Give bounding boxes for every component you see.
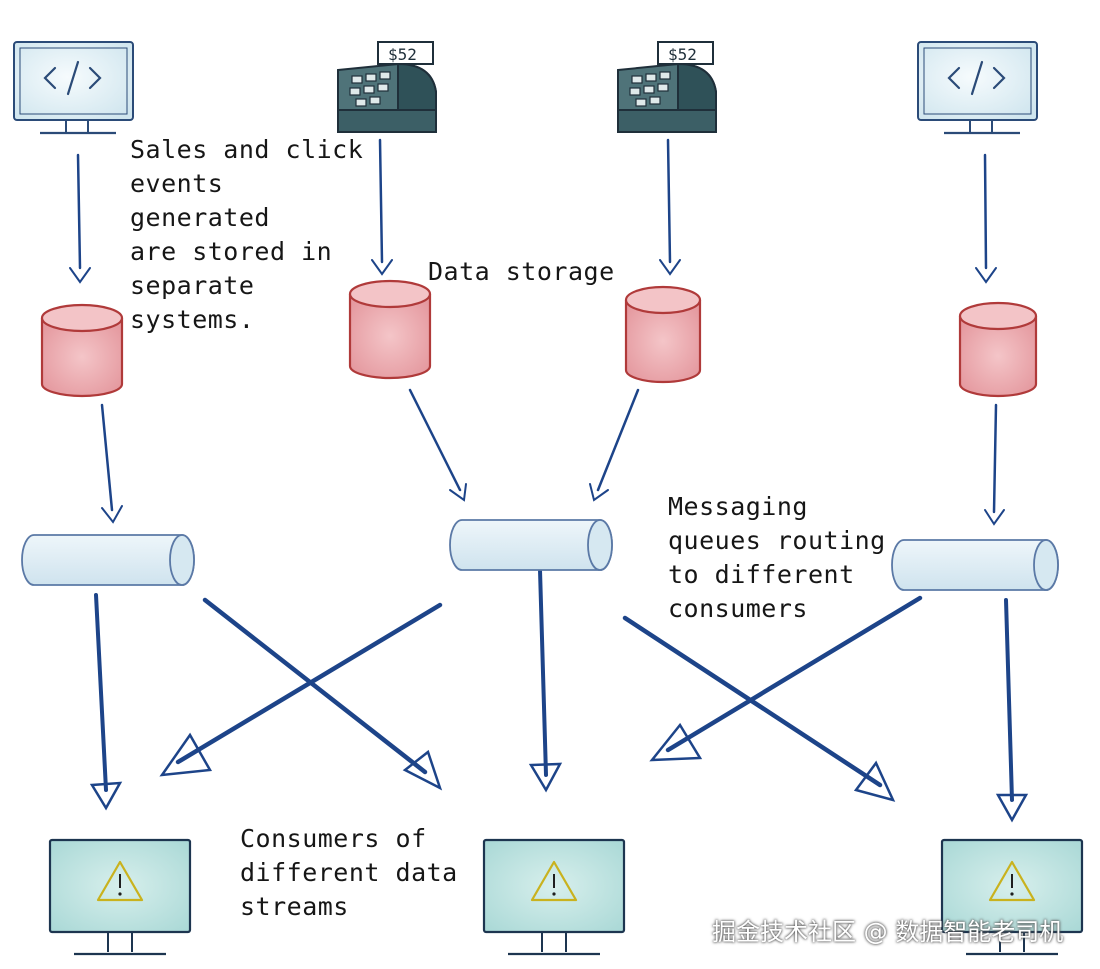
queue-pipe-icon [891, 539, 1059, 591]
arrow-db3-to-queue2 [596, 388, 640, 492]
cash-register-right-icon: $52 [617, 41, 717, 133]
consumer-monitor-left [48, 838, 192, 956]
arrow-q1-to-c1 [94, 593, 108, 792]
sales-events-annotation: Sales and click events generated are sto… [130, 135, 364, 334]
data-storage-annotation: Data storage [428, 257, 615, 286]
arrow-head [402, 749, 443, 791]
arrow-head [528, 762, 563, 793]
consumer-monitor-right [940, 838, 1084, 956]
web-source-monitor-right [917, 41, 1038, 135]
database-icon [624, 285, 702, 384]
arrow-db2-to-queue2 [408, 388, 462, 492]
web-source-monitor-left [13, 41, 134, 135]
arrow-head [589, 483, 609, 502]
consumer-monitor-center [482, 838, 626, 956]
arrow-q3-to-c3 [1004, 598, 1014, 802]
arrow-web-right-to-db [983, 153, 988, 270]
arrow-head [89, 781, 123, 811]
arrow-register-left-to-db [378, 138, 384, 264]
arrow-q2-to-c2 [538, 568, 548, 777]
arrow-head [984, 509, 1005, 526]
register-price-label: $52 [388, 45, 417, 64]
arrow-head [69, 267, 91, 284]
database-icon [348, 279, 432, 380]
arrow-head [371, 259, 393, 276]
warning-icon [96, 860, 144, 902]
arrow-head [995, 793, 1029, 823]
code-icon [947, 60, 1006, 96]
arrow-q3-to-c2 [665, 595, 923, 753]
warning-icon [988, 860, 1036, 902]
database-icon [958, 301, 1038, 398]
warning-icon [530, 860, 578, 902]
arrow-web-left-to-db [76, 153, 82, 270]
queue-pipe-icon [21, 534, 195, 586]
consumers-annotation: Consumers of different data streams [240, 824, 458, 921]
arrow-head [659, 259, 681, 276]
arrow-register-right-to-db [666, 138, 672, 264]
arrow-head [649, 722, 703, 762]
arrow-db1-to-queue1 [100, 403, 114, 512]
flow-arrows [69, 138, 1029, 823]
code-icon [43, 60, 102, 96]
messaging-queues-annotation: Messaging queues routing to different co… [668, 492, 886, 623]
arrow-head [159, 732, 213, 777]
register-price-label: $52 [668, 45, 697, 64]
cash-register-left-icon: $52 [337, 41, 437, 133]
arrow-head [449, 483, 467, 502]
arrow-head [101, 505, 123, 524]
watermark: 掘金技术社区 @ 数据智能老司机 [712, 918, 1064, 946]
arrow-head [853, 760, 896, 802]
database-icon [40, 303, 124, 398]
arrow-db4-to-queue3 [992, 403, 998, 514]
arrow-q1-to-c2 [202, 597, 428, 775]
arrow-q2-to-c1 [175, 602, 443, 765]
arrow-head [975, 267, 997, 284]
queue-pipe-icon [449, 519, 613, 571]
